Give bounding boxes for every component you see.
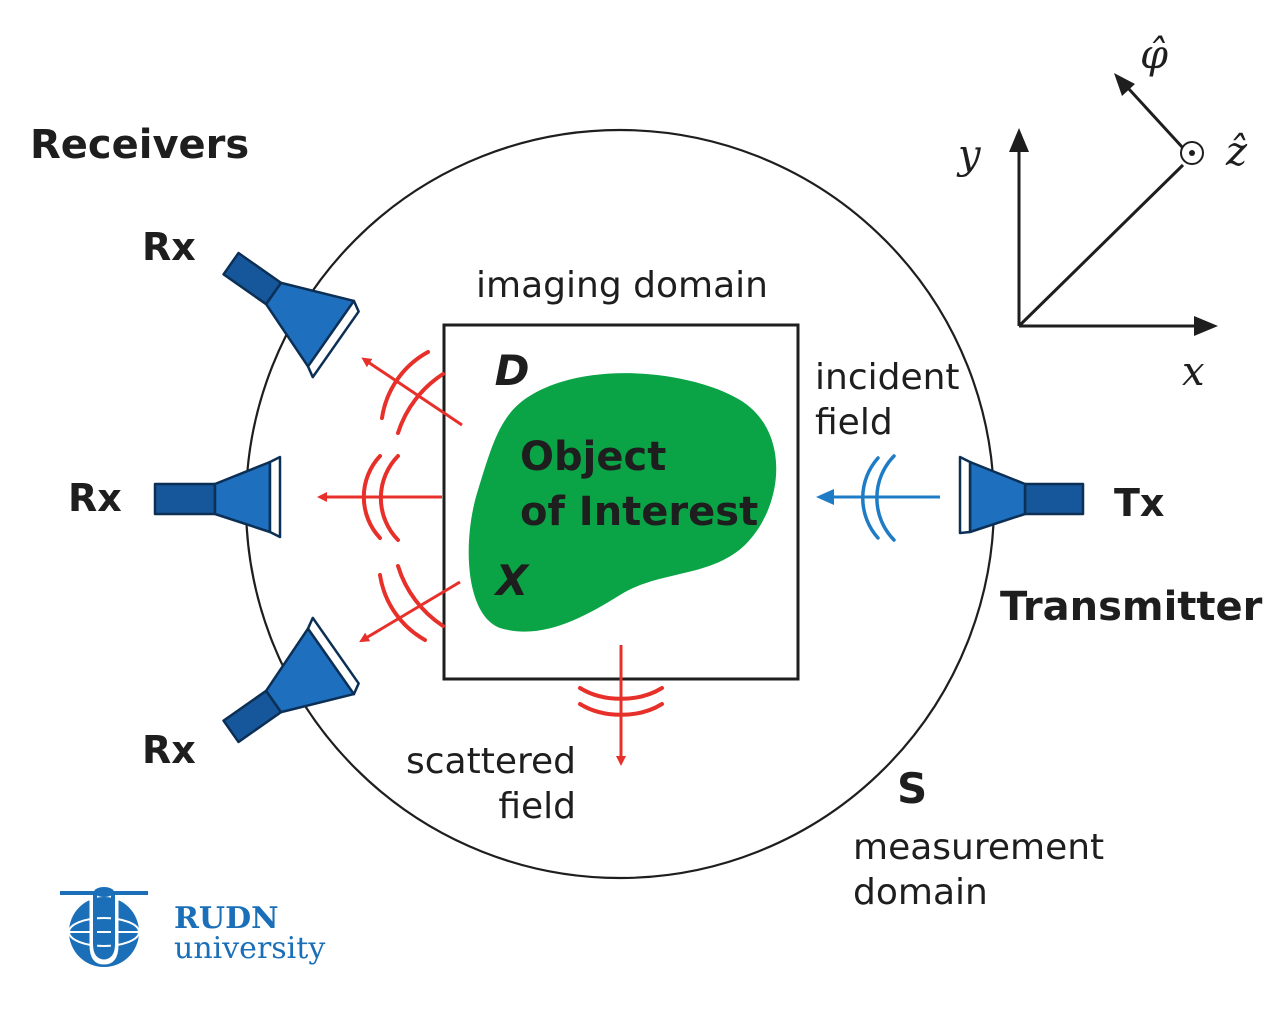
rudn-logo: RUDN university xyxy=(60,887,325,967)
incident-label-line1: incident xyxy=(815,357,960,398)
scattered-label-line1: scattered xyxy=(406,741,576,782)
scattered-wave-upper-left xyxy=(361,350,463,435)
y-axis-label: y xyxy=(956,132,982,178)
x-axis-label: x xyxy=(1182,349,1205,395)
object-symbol-x: X xyxy=(493,556,531,605)
scattered-label-line2: field xyxy=(498,786,576,827)
measurement-label-line1: measurement xyxy=(853,827,1104,868)
logo-text-line2: university xyxy=(174,931,325,966)
object-label-line2: of Interest xyxy=(520,489,758,535)
measurement-label-line2: domain xyxy=(853,872,988,913)
logo-text-line1: RUDN xyxy=(174,901,279,936)
incident-wave xyxy=(816,454,940,542)
rx-label-bottom: Rx xyxy=(142,728,196,772)
rx-label-top: Rx xyxy=(142,225,196,269)
object-label-line1: Object xyxy=(520,434,666,480)
object-of-interest-shape xyxy=(468,373,777,632)
z-hat-label: ẑ xyxy=(1225,129,1248,175)
rx-antenna-middle xyxy=(153,455,282,539)
imaging-domain-label: imaging domain xyxy=(476,265,768,306)
measurement-symbol-s: S xyxy=(897,764,927,813)
rx-antenna-top xyxy=(222,251,360,379)
rx-antenna-bottom xyxy=(222,616,360,744)
scattered-wave-left xyxy=(317,454,442,542)
domain-symbol-d: D xyxy=(495,346,530,395)
tx-antenna xyxy=(958,455,1085,535)
rudn-emblem-icon xyxy=(60,887,148,967)
incident-label-line2: field xyxy=(815,402,893,443)
phi-hat-label: φ̂ xyxy=(1140,32,1168,78)
scattered-wave-bottom xyxy=(578,645,664,766)
receivers-label: Receivers xyxy=(30,122,249,168)
tx-label: Tx xyxy=(1114,481,1164,525)
scattered-wave-lower-left xyxy=(359,564,461,643)
rx-label-middle: Rx xyxy=(68,476,122,520)
coordinate-axes xyxy=(1009,73,1218,336)
transmitter-label: Transmitter xyxy=(1000,584,1263,630)
